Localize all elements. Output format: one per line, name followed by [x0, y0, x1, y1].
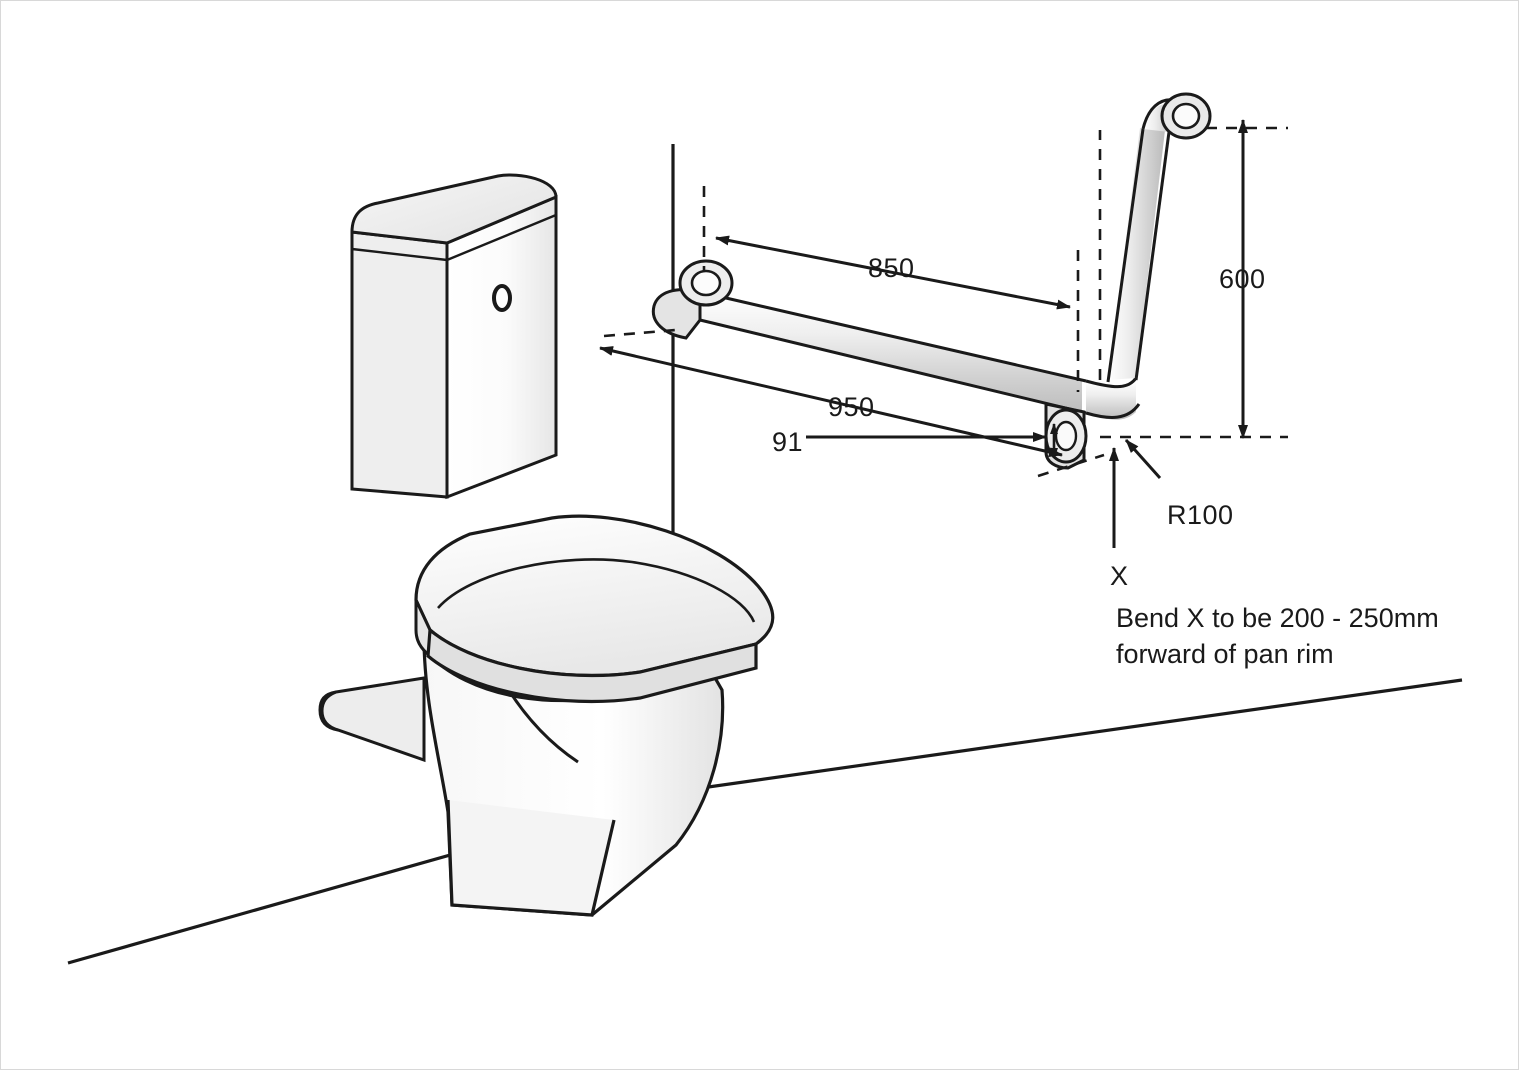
grab-rail — [699, 98, 1183, 420]
wall-flange-bend — [1044, 402, 1088, 470]
dimension-lines — [599, 119, 1288, 548]
wall-flange-upper — [1160, 92, 1212, 140]
wall-flange-left — [651, 259, 734, 340]
floor-line — [67, 678, 1463, 965]
cistern — [350, 173, 558, 500]
bend-marker-label-x: X — [1110, 561, 1129, 591]
toilet-seat — [414, 514, 775, 704]
bend-note-line-2: forward of pan rim — [1116, 639, 1334, 670]
dimension-label-950: 950 — [828, 392, 875, 422]
dimension-label-r100: R100 — [1167, 500, 1234, 530]
dimension-label-91: 91 — [772, 427, 804, 457]
bend-note: Bend X to be 200 - 250mm forward of pan … — [1116, 600, 1439, 673]
dimension-label-850: 850 — [868, 253, 915, 283]
flush-button-icon — [492, 284, 512, 312]
dimension-label-600: 600 — [1219, 264, 1266, 294]
bend-note-line-1: Bend X to be 200 - 250mm — [1116, 603, 1439, 633]
